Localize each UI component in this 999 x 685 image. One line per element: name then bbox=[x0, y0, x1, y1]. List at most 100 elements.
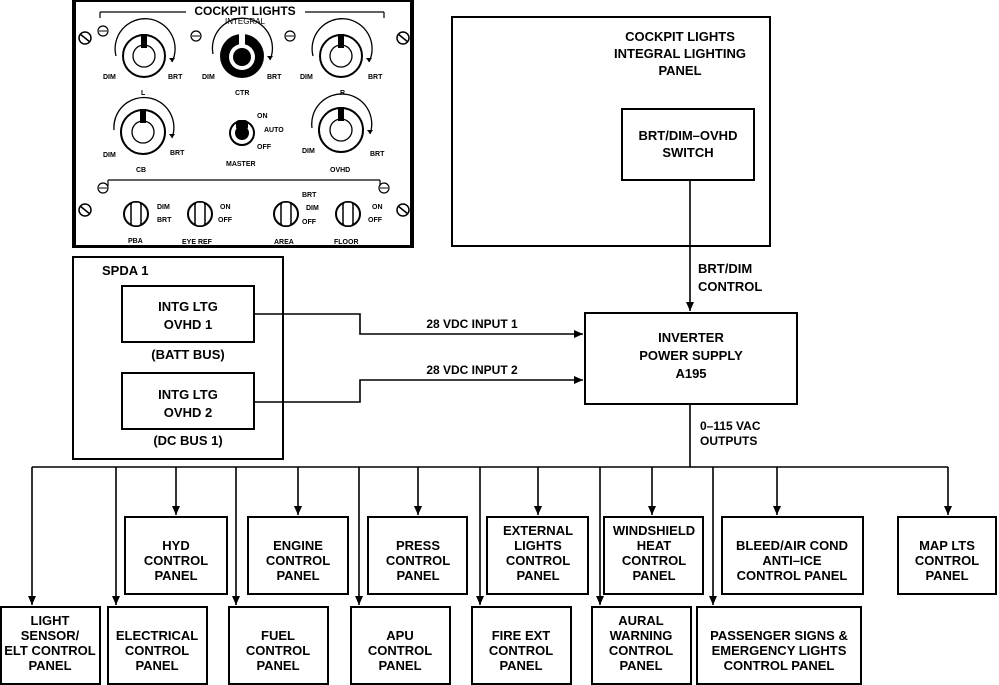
vac-outputs-label-line1: 0–115 VAC bbox=[700, 419, 761, 433]
map-line1: MAP LTS bbox=[919, 538, 975, 553]
screw-icon bbox=[97, 25, 109, 37]
press-line3: PANEL bbox=[396, 568, 439, 583]
spda-title: SPDA 1 bbox=[102, 263, 148, 278]
batt-bus-label: (BATT BUS) bbox=[151, 347, 224, 362]
aural-line4: PANEL bbox=[619, 658, 662, 673]
press-control-panel-box bbox=[367, 516, 468, 595]
passenger-signs-control-panel-box bbox=[696, 606, 862, 685]
brt-label: BRT bbox=[370, 151, 385, 158]
external-line4: PANEL bbox=[516, 568, 559, 583]
dimmer-knob-ovhd[interactable] bbox=[311, 93, 373, 153]
inverter-line1: INVERTER bbox=[658, 330, 724, 345]
dim-label: DIM bbox=[202, 74, 215, 81]
dimmer-knob-ctr[interactable] bbox=[211, 17, 274, 78]
intg-ltg-ovhd-1-box bbox=[121, 285, 255, 343]
master-toggle-switch[interactable] bbox=[229, 120, 255, 146]
map-lts-control-panel-box bbox=[897, 516, 997, 595]
knob-l-label: L bbox=[141, 90, 146, 97]
ilp-title-line2: INTEGRAL LIGHTING bbox=[614, 46, 746, 61]
bleed-air-cond-control-panel-box bbox=[721, 516, 864, 595]
screw-icon bbox=[378, 182, 390, 194]
ilp-title-line3: PANEL bbox=[658, 63, 701, 78]
floor-on-label: ON bbox=[372, 204, 383, 211]
ovhd2-line1: INTG LTG bbox=[158, 387, 218, 402]
dimmer-knob-cb[interactable] bbox=[113, 96, 175, 155]
knob-ovhd-label: OVHD bbox=[330, 167, 350, 174]
brt-label: BRT bbox=[267, 74, 282, 81]
engine-control-panel-box bbox=[247, 516, 349, 595]
engine-line2: CONTROL bbox=[266, 553, 330, 568]
area-off-label: OFF bbox=[302, 219, 317, 226]
apu-line3: PANEL bbox=[378, 658, 421, 673]
external-line1: EXTERNAL bbox=[503, 523, 573, 538]
brt-label: BRT bbox=[170, 150, 185, 157]
vdc-input-1-line bbox=[254, 313, 583, 338]
dim-label: DIM bbox=[300, 74, 313, 81]
ovhd1-line2: OVHD 1 bbox=[164, 317, 212, 332]
pba-toggle-switch[interactable] bbox=[123, 201, 149, 227]
master-label: MASTER bbox=[226, 161, 256, 168]
area-dim-label: DIM bbox=[306, 205, 319, 212]
hyd-line3: PANEL bbox=[154, 568, 197, 583]
area-toggle-switch[interactable] bbox=[273, 201, 299, 227]
aural-warning-control-panel-box bbox=[591, 606, 692, 685]
floor-toggle-switch[interactable] bbox=[335, 201, 361, 227]
pba-dim-label: DIM bbox=[157, 204, 170, 211]
light-sensor-line2: SENSOR/ bbox=[21, 628, 80, 643]
dim-label: DIM bbox=[302, 148, 315, 155]
map-line3: PANEL bbox=[925, 568, 968, 583]
pba-label: PBA bbox=[128, 238, 143, 245]
bleed-line3: CONTROL PANEL bbox=[737, 568, 848, 583]
knob-ctr-label: CTR bbox=[235, 90, 249, 97]
cockpit-lights-panel-drawing: COCKPIT LIGHTS INTEGRAL DIM BRT L bbox=[72, 0, 414, 248]
dimmer-knob-r[interactable] bbox=[311, 18, 373, 78]
bleed-line1: BLEED/AIR COND bbox=[736, 538, 848, 553]
screw-icon bbox=[78, 203, 92, 217]
press-line1: PRESS bbox=[396, 538, 440, 553]
vdc-input-2-label: 28 VDC INPUT 2 bbox=[426, 363, 518, 377]
ovhd2-line2: OVHD 2 bbox=[164, 405, 212, 420]
master-off-label: OFF bbox=[257, 144, 272, 151]
switch-line1: BRT/DIM–OVHD bbox=[639, 128, 738, 143]
switch-line2: SWITCH bbox=[662, 145, 713, 160]
windshield-line1: WINDSHIELD bbox=[613, 523, 695, 538]
screw-icon bbox=[97, 182, 109, 194]
fuel-line3: PANEL bbox=[256, 658, 299, 673]
panel-title: COCKPIT LIGHTS bbox=[194, 4, 295, 18]
ovhd1-line1: INTG LTG bbox=[158, 299, 218, 314]
floor-label: FLOOR bbox=[334, 239, 359, 246]
intg-ltg-ovhd-2-box bbox=[121, 372, 255, 430]
master-auto-label: AUTO bbox=[264, 127, 284, 134]
bleed-line2: ANTI–ICE bbox=[762, 553, 822, 568]
fuel-line1: FUEL bbox=[261, 628, 295, 643]
brt-dim-ovhd-switch-box bbox=[621, 108, 755, 181]
fuel-control-panel-box bbox=[228, 606, 329, 685]
screw-icon bbox=[190, 30, 202, 42]
pax-line1: PASSENGER SIGNS & bbox=[710, 628, 848, 643]
dc-bus-1-label: (DC BUS 1) bbox=[153, 433, 222, 448]
aural-line2: WARNING bbox=[610, 628, 673, 643]
apu-line2: CONTROL bbox=[368, 643, 432, 658]
screw-icon bbox=[396, 31, 410, 45]
vdc-input-1-label: 28 VDC INPUT 1 bbox=[426, 317, 518, 331]
inverter-line2: POWER SUPPLY bbox=[639, 348, 743, 363]
fire-line2: CONTROL bbox=[489, 643, 553, 658]
light-sensor-line1: LIGHT bbox=[31, 613, 70, 628]
screw-icon bbox=[78, 31, 92, 45]
vac-outputs-label-line2: OUTPUTS bbox=[700, 434, 757, 448]
pba-brt-label: BRT bbox=[157, 217, 172, 224]
dimmer-knob-l[interactable] bbox=[114, 18, 176, 78]
eye-ref-toggle-switch[interactable] bbox=[187, 201, 213, 227]
fire-ext-control-panel-box bbox=[471, 606, 572, 685]
brt-label: BRT bbox=[168, 74, 183, 81]
engine-line3: PANEL bbox=[276, 568, 319, 583]
aural-line1: AURAL bbox=[618, 613, 664, 628]
fire-line1: FIRE EXT bbox=[492, 628, 551, 643]
dim-label: DIM bbox=[103, 152, 116, 159]
electrical-control-panel-box bbox=[107, 606, 208, 685]
eye-ref-label: EYE REF bbox=[182, 239, 213, 246]
dim-label: DIM bbox=[103, 74, 116, 81]
external-line3: CONTROL bbox=[506, 553, 570, 568]
engine-line1: ENGINE bbox=[273, 538, 323, 553]
